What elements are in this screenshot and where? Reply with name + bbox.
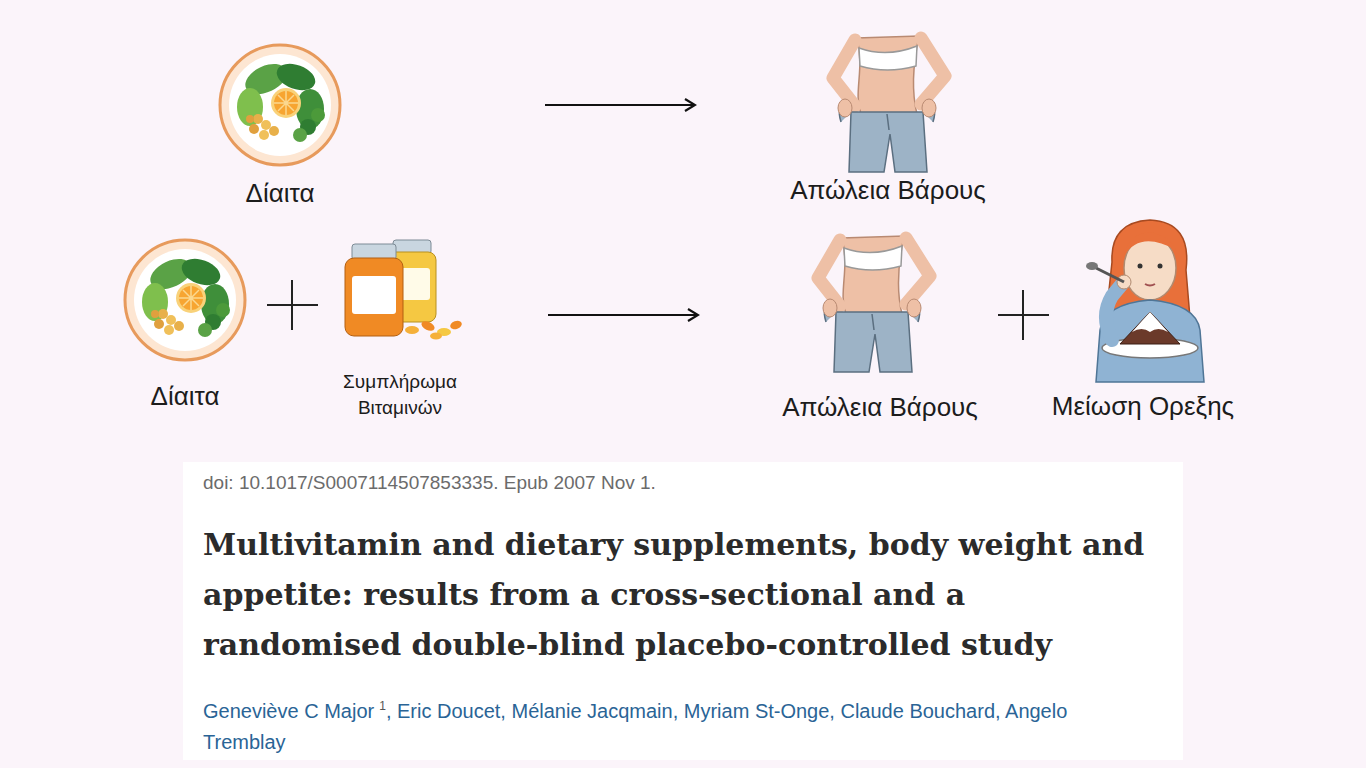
waist-figure [818,236,930,372]
node-caption: Δίαιτα [246,178,315,211]
illustrated-node: Απώλεια Βάρους [784,35,992,208]
girl-eating-part [1106,284,1122,340]
girl-eating-part [1124,232,1176,256]
author-names: Geneviève C Major [203,700,374,722]
salad-plate [220,45,340,165]
girl-eating-part [1086,262,1098,270]
node-caption: Απώλεια Βάρους [790,175,986,208]
paper-card: doi: 10.1017/S0007114507853335. Epub 200… [183,462,1183,760]
vitamin-bottles-part [420,319,436,332]
node-caption: Δίαιτα [151,381,220,414]
plus-sign-part [1022,290,1024,340]
vitamin-bottles-part [345,258,403,336]
vitamin-bottles [345,240,463,340]
vitamin-bottles-part [430,333,442,340]
plus-sign-part [291,280,293,330]
girl-eating-part [1120,312,1180,344]
girl-eating-part [1145,284,1155,286]
waist-figure [833,36,945,172]
flow-arrow [545,104,695,106]
illustrated-node: Απώλεια Βάρους [770,236,990,425]
illustrated-node: Δίαιτα [205,40,355,211]
girl-eating-part [1132,312,1168,332]
plus-sign [267,280,318,330]
illustrated-node: Συμπλήρωμα Βιταμινών [325,228,475,423]
node-caption: Συμπλήρωμα Βιταμινών [335,369,465,423]
girl-eating [1086,220,1204,382]
doi-line: doi: 10.1017/S0007114507853335. Epub 200… [203,470,1173,495]
flow-arrow [548,314,698,316]
vitamin-bottles-part [449,319,463,331]
node-caption: Απώλεια Βάρους [782,392,978,425]
node-caption: Μείωση Ορεξης [1052,391,1234,424]
girl-eating-part [1158,264,1163,269]
vitamin-bottles-part [405,326,419,334]
salad-plate [125,240,245,360]
author-list: Geneviève C Major1, Eric Doucet, Mélanie… [203,696,1103,758]
affiliation-number: 1 [379,699,386,713]
vitamin-bottles-part [352,276,396,314]
plus-sign [998,290,1049,340]
girl-eating-part [1096,268,1124,282]
girl-eating-part [1138,264,1143,269]
illustrated-node: Δίαιτα [110,236,260,414]
illustrated-node: Μείωση Ορεξης [1046,222,1240,424]
paper-title: Multivitamin and dietary supplements, bo… [203,520,1173,670]
